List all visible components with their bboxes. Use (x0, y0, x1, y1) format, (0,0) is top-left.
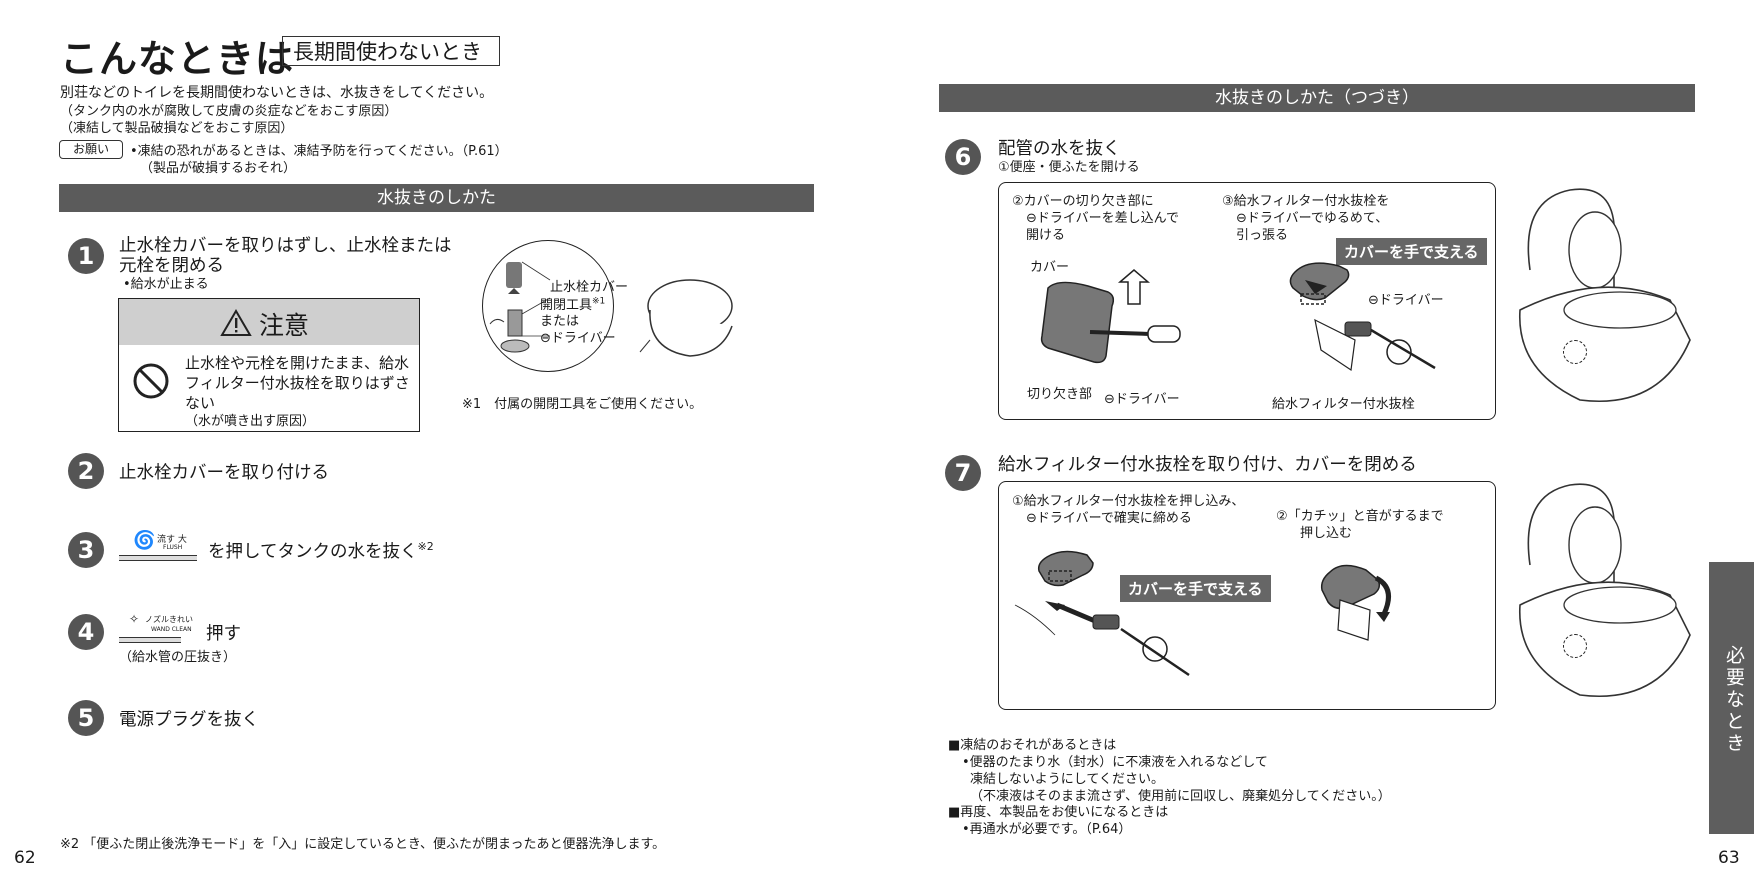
footnote-2: ※2 「便ふた閉止後洗浄モード」を「入」に設定しているとき、便ふたが閉まったあと… (60, 837, 666, 852)
step-number-7: 7 (945, 455, 981, 491)
nozzle-icon: ✧ (129, 612, 140, 626)
intro-line-1: 別荘などのトイレを長期間使わないときは、水抜きをしてください。 (60, 85, 494, 101)
side-tab (1709, 562, 1754, 834)
step7-right-line-2: 押し込む (1300, 526, 1353, 541)
caution-line-1: 止水栓や元栓を開けたまま、給水 (185, 354, 409, 372)
note-line-5: ■再度、本製品をお使いになるときは (948, 805, 1169, 820)
cover-close-illustration (1320, 564, 1391, 641)
step7-right-line-1: ②「カチッ」と音がするまで (1276, 509, 1444, 524)
step-number-4: 4 (68, 614, 104, 650)
step1-line2: 元栓を閉める (119, 256, 224, 276)
label-notch: 切り欠き部 (1027, 387, 1093, 402)
step-number-5: 5 (68, 700, 104, 736)
note-line-2: •便器のたまり水（封水）に不凍液を入れるなどして (962, 755, 1268, 770)
filter-plug-install-illustration (1014, 550, 1190, 677)
step7-text: 給水フィルター付水抜栓を取り付け、カバーを閉める (998, 455, 1417, 475)
note-line-4: （不凍液はそのまま流さず、使用前に回収し、廃棄処分してください。） (970, 789, 1391, 804)
prohibition-icon (133, 363, 169, 399)
page-number-left: 62 (14, 848, 36, 868)
intro-line-3: （凍結して製品破損などをおこす原因） (60, 121, 294, 136)
step7-right-caption (1268, 497, 1468, 547)
step6-sub: ①便座・便ふたを開ける (998, 160, 1140, 175)
step4-note: （給水管の圧抜き） (119, 650, 237, 665)
note-line-6: •再通水が必要です。（P.64） (962, 822, 1132, 837)
step5-text: 電源プラグを抜く (119, 710, 259, 730)
step-number-3: 3 (68, 532, 104, 568)
label-driver-left: ⊖ドライバー (1104, 392, 1180, 407)
label-filter-plug: 給水フィルター付水抜栓 (1272, 397, 1415, 412)
step3-text: を押してタンクの水を抜く※2 (208, 540, 434, 562)
cover-open-illustration (1040, 269, 1181, 364)
diagram1-label-or: または (540, 314, 580, 329)
onegai-text: •凍結の恐れがあるときは、凍結予防を行ってください。（P.61） (130, 144, 508, 159)
step4-text: 押す (206, 624, 241, 644)
step6-text: 配管の水を抜く (998, 139, 1121, 159)
flush-button-bottom: FLUSH (163, 544, 183, 551)
wand-button-base (119, 637, 181, 643)
caution-title: 注意 (259, 311, 310, 340)
page-subtitle: 長期間使わないとき (282, 36, 500, 66)
toilet-open-illustration-7 (1519, 483, 1691, 697)
page-title: こんなときは (60, 37, 295, 81)
step7-left-line-2: ⊖ドライバーで確実に締める (1026, 511, 1192, 526)
caution-line-2: フィルター付水抜栓を取りはずさ (185, 374, 410, 392)
side-tab-label: 必要なとき (1723, 645, 1745, 755)
note-line-3: 凍結しないようにしてください。 (970, 772, 1164, 787)
note-line-1: ■凍結のおそれがあるときは (948, 738, 1117, 753)
section-bar-left: 水抜きのしかた (59, 184, 814, 212)
plug-location-marker-6 (1563, 340, 1587, 364)
caution-box: 注意 止水栓や元栓を開けたまま、給水 フィルター付水抜栓を取りはずさ ない （水… (118, 298, 420, 432)
caution-line-3: ない (185, 394, 216, 412)
step6-right-line-3: 引っ張る (1236, 228, 1289, 243)
step7-left-line-1: ①給水フィルター付水抜栓を押し込み、 (1012, 494, 1245, 509)
footnote-1: ※1 付属の開閉工具をご使用ください。 (462, 397, 703, 412)
stop-valve-diagram (482, 240, 614, 372)
step1-line1: 止水栓カバーを取りはずし、止水栓または (119, 236, 452, 256)
caution-sub: （水が噴き出す原因） (185, 414, 316, 429)
step6-right-line-1: ③給水フィルター付水抜栓を (1222, 194, 1390, 209)
support-cover-callout-6: カバーを手で支える (1336, 238, 1487, 265)
toilet-small-illustration (639, 279, 733, 357)
diagram1-label-tool: 開閉工具※1 (540, 296, 606, 313)
toilet-open-illustration-6 (1519, 188, 1691, 402)
step-number-6: 6 (945, 139, 981, 175)
step-number-2: 2 (68, 453, 104, 489)
step6-left-line-3: 開ける (1026, 228, 1066, 243)
swirl-icon: 🌀 (133, 530, 156, 551)
flush-button-graphic: 🌀 流す 大 FLUSH (119, 530, 197, 563)
diagram1-label-cover: 止水栓カバー (550, 280, 629, 295)
wand-button-top: ノズルきれい (145, 615, 193, 624)
plug-location-marker-7 (1563, 634, 1587, 658)
label-driver-right: ⊖ドライバー (1368, 293, 1444, 308)
wand-clean-button-graphic: ✧ ノズルきれい WAND CLEAN (119, 612, 197, 645)
step-number-1: 1 (68, 238, 104, 274)
step6-left-line-1: ②カバーの切り欠き部に (1012, 194, 1154, 209)
section-bar-right: 水抜きのしかた（つづき） (939, 84, 1695, 112)
label-cover: カバー (1030, 260, 1070, 275)
diagram1-label-driver: ⊖ドライバー (540, 331, 616, 346)
step1-note: •給水が止まる (123, 277, 209, 292)
step2-text: 止水栓カバーを取り付ける (119, 463, 329, 483)
onegai-sub: （製品が破損するおそれ） (140, 161, 297, 176)
page-number-right: 63 (1718, 848, 1740, 868)
support-cover-callout-7: カバーを手で支える (1120, 575, 1271, 602)
filter-plug-removal-illustration (1289, 262, 1436, 372)
stop-valve-illustration (489, 261, 551, 353)
wand-button-bottom: WAND CLEAN (151, 626, 192, 633)
caution-header (119, 299, 419, 345)
step6-right-line-2: ⊖ドライバーでゆるめて、 (1236, 211, 1389, 226)
onegai-label: お願い (59, 140, 123, 159)
warning-triangle-icon (220, 309, 252, 336)
intro-line-2: （タンク内の水が腐敗して皮膚の炎症などをおこす原因） (60, 104, 398, 119)
flush-button-base (119, 555, 197, 561)
step6-left-line-2: ⊖ドライバーを差し込んで (1026, 211, 1179, 226)
flush-button-top: 流す 大 (157, 535, 187, 545)
